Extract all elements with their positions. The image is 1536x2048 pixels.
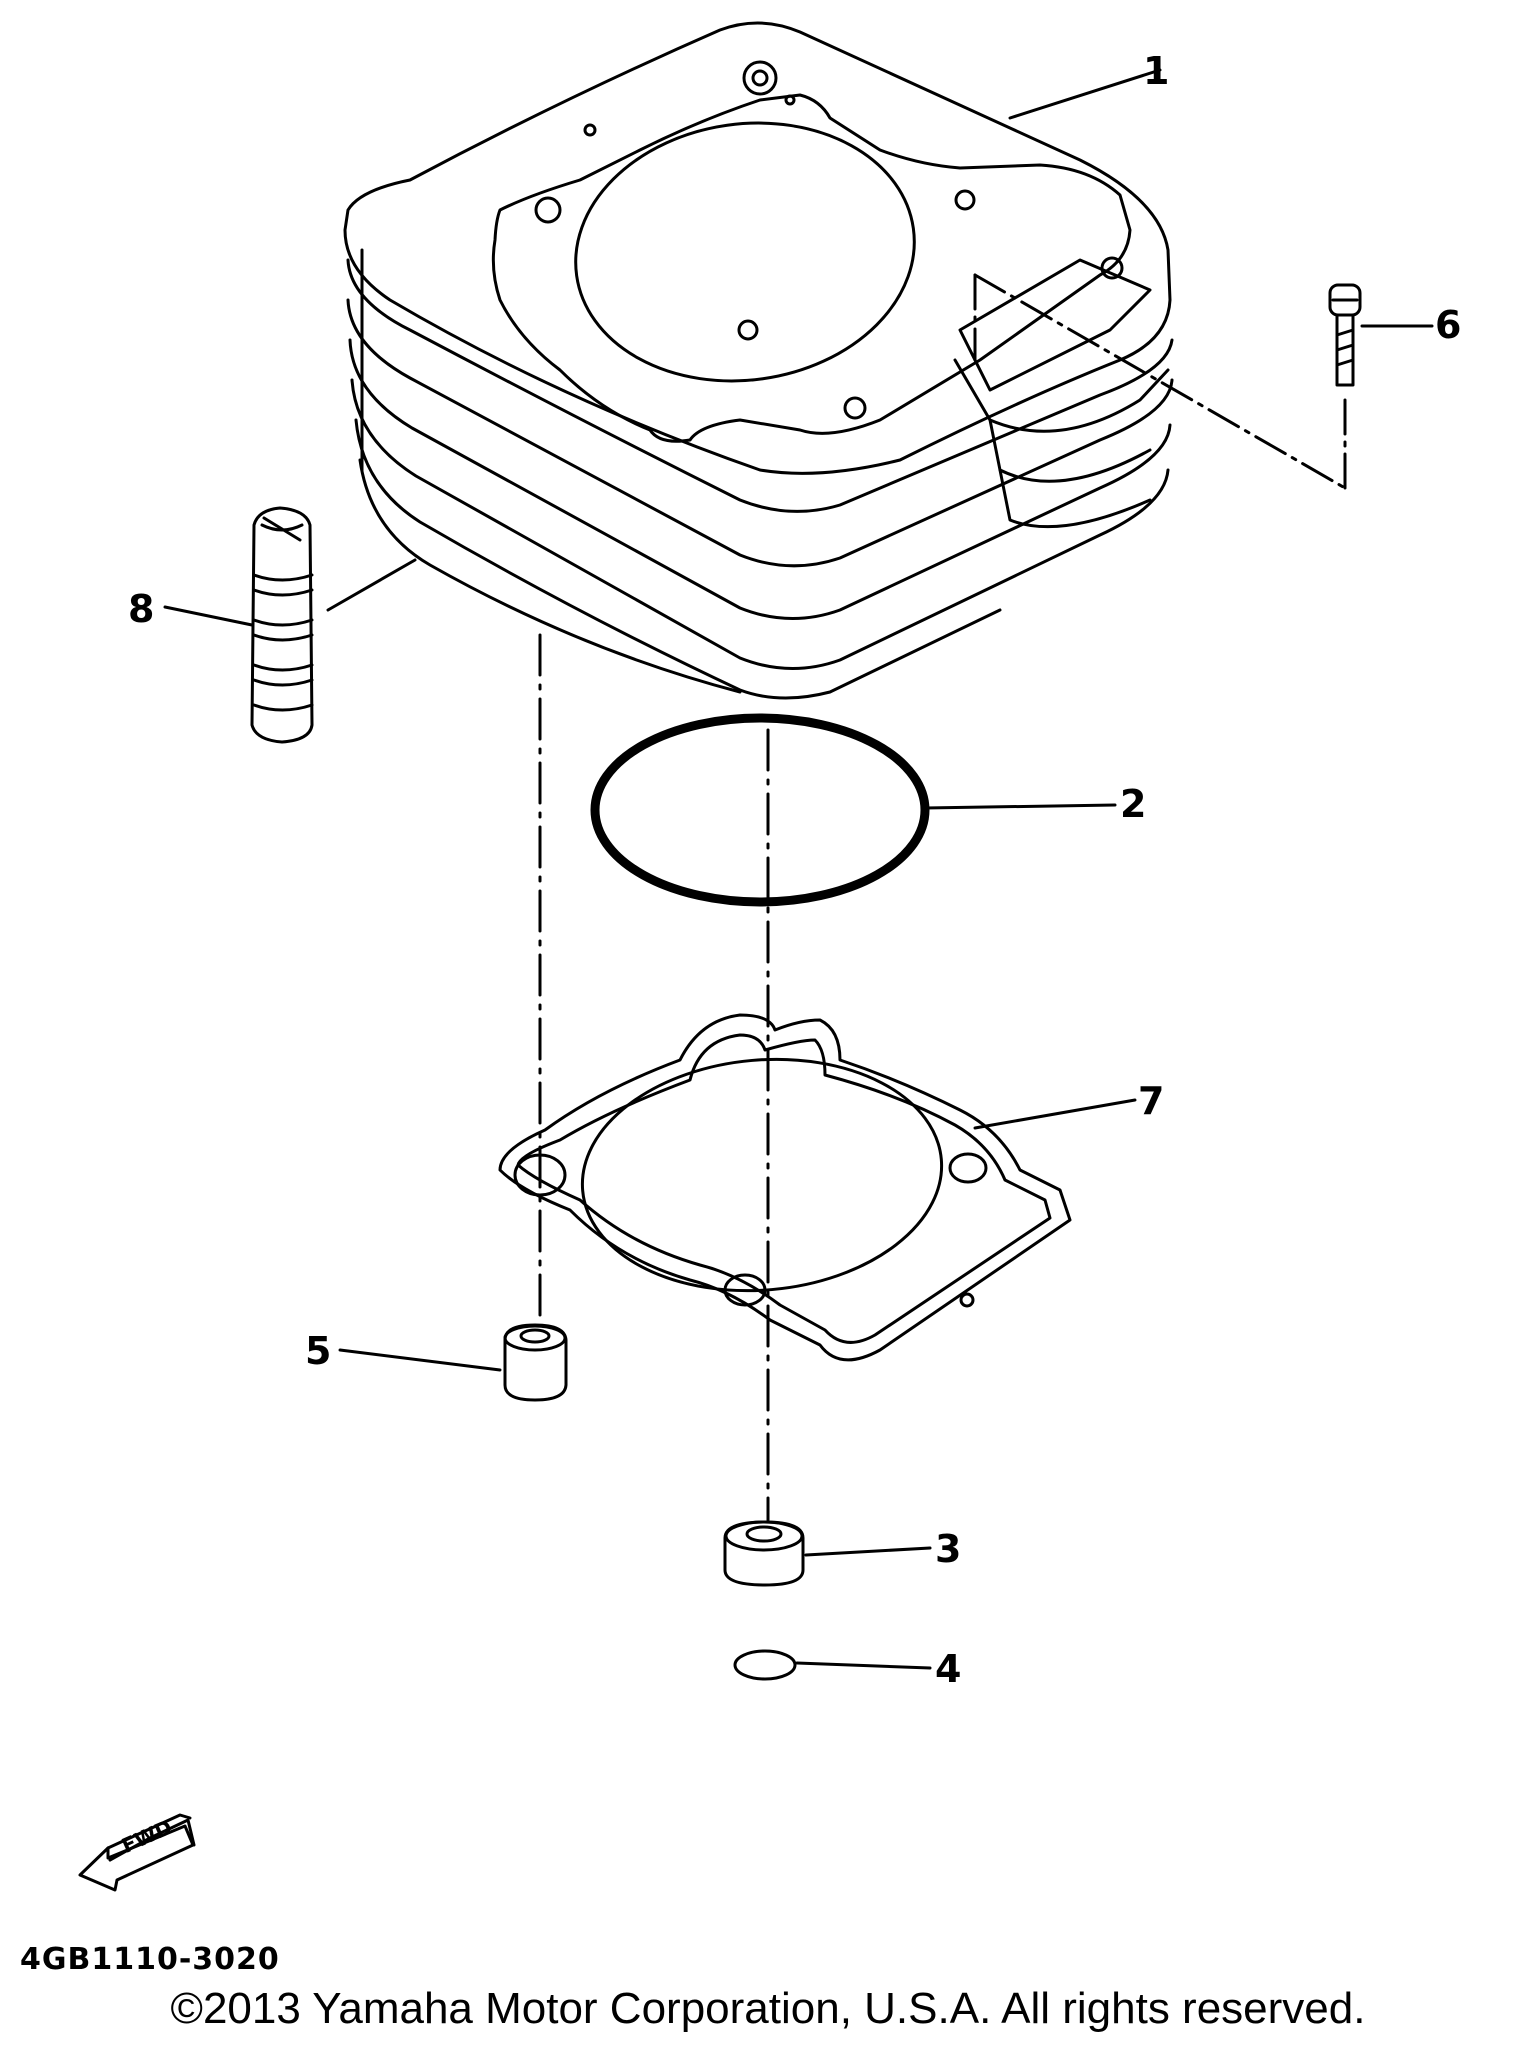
leader-line-5 bbox=[338, 1348, 502, 1372]
callout-5: 5 bbox=[305, 1329, 332, 1373]
leader-line-8b bbox=[326, 558, 417, 612]
callout-3: 3 bbox=[935, 1527, 962, 1571]
copyright-notice: ©2013 Yamaha Motor Corporation, U.S.A. A… bbox=[170, 1984, 1366, 2033]
dowel-pin-part-3[interactable] bbox=[723, 1520, 805, 1587]
leader-line-3 bbox=[804, 1546, 932, 1557]
diagram-code: 4GB1110-3020 bbox=[20, 1942, 280, 1977]
callout-7: 7 bbox=[1138, 1079, 1165, 1123]
callout-6: 6 bbox=[1435, 303, 1462, 347]
bolt-part-6 bbox=[1328, 283, 1362, 387]
leader-line-8 bbox=[163, 605, 254, 627]
o-ring-part-2[interactable] bbox=[590, 713, 930, 907]
callout-2: 2 bbox=[1120, 782, 1147, 826]
leader-line-7 bbox=[973, 1098, 1137, 1130]
leader-line-1 bbox=[1008, 68, 1162, 120]
o-ring-part-4[interactable] bbox=[733, 1649, 797, 1681]
callout-8: 8 bbox=[128, 587, 155, 631]
callout-4: 4 bbox=[935, 1647, 962, 1691]
dowel-pin-part-5[interactable] bbox=[503, 1323, 568, 1402]
damper-part-8 bbox=[250, 506, 314, 744]
cylinder-part-1 bbox=[343, 21, 1174, 700]
fwd-arrow-icon bbox=[78, 1813, 196, 1892]
leader-line-4 bbox=[795, 1661, 932, 1670]
leader-line-2 bbox=[923, 803, 1117, 810]
callout-1: 1 bbox=[1143, 49, 1170, 93]
gasket-part-7[interactable] bbox=[498, 1013, 1072, 1362]
leader-dash-6 bbox=[973, 273, 1347, 490]
